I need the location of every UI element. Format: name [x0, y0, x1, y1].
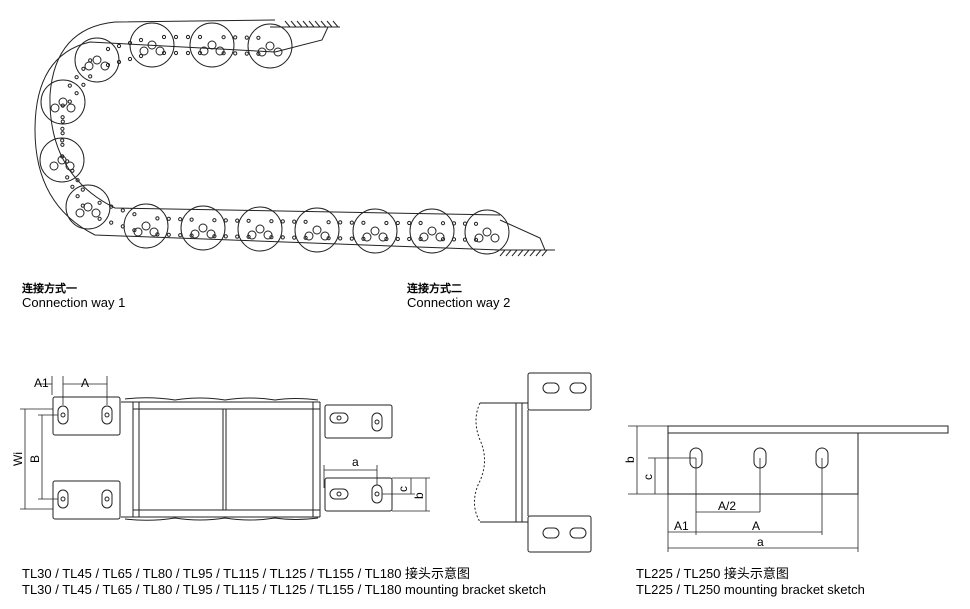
- chain-inner-outline: [49, 19, 501, 216]
- slot-3: [57, 489, 69, 509]
- slot-4: [101, 489, 113, 509]
- caption-right-sketch: TL225 / TL250 接头示意图 TL225 / TL250 mounti…: [636, 566, 865, 598]
- dim-right-small-a: a: [757, 535, 764, 549]
- top-fixed-mount: [270, 20, 340, 53]
- caption-left-en: TL30 / TL45 / TL65 / TL80 / TL95 / TL115…: [22, 582, 546, 597]
- chain-link: [221, 23, 293, 69]
- caption-left-sketch: TL30 / TL45 / TL65 / TL80 / TL95 / TL115…: [22, 566, 546, 598]
- chain-link: [294, 207, 366, 253]
- dim-right-a: A: [752, 519, 760, 533]
- caption-connection-way-2: 连接方式二 Connection way 2: [407, 282, 510, 310]
- right-bracket-sketch: [628, 425, 949, 552]
- right-dimensions: [628, 425, 859, 552]
- bottom-fixed-mount: [495, 219, 555, 257]
- slot-2: [101, 405, 113, 425]
- slot-1: [57, 405, 69, 425]
- dim-right-c: c: [641, 474, 655, 480]
- caption-connection-way-1: 连接方式一 Connection way 1: [22, 282, 125, 310]
- chain-link: [237, 206, 308, 252]
- side-lower-plate: [527, 515, 592, 553]
- chain-link: [464, 209, 510, 255]
- left-dimensions: [20, 376, 430, 512]
- dim-right-b: b: [623, 456, 637, 463]
- caption-way2-zh: 连接方式二: [407, 283, 462, 295]
- dimension-labels: A1 A Wi B a c b b c A/2 A1 A a: [11, 376, 764, 549]
- dim-left-b: B: [28, 455, 42, 463]
- dim-right-a1: A1: [674, 519, 689, 533]
- dim-left-b-small: b: [412, 492, 426, 499]
- dim-left-a: A: [81, 376, 89, 390]
- dim-left-c: c: [396, 486, 410, 492]
- chain-outer-outline: [34, 41, 501, 251]
- left-bracket-sketch: [20, 376, 430, 521]
- chain-link: [180, 205, 251, 251]
- caption-right-en: TL225 / TL250 mounting bracket sketch: [636, 582, 865, 597]
- dim-left-wi: Wi: [11, 452, 25, 466]
- chain-link: [39, 137, 85, 208]
- chain-link: [40, 79, 86, 159]
- side-view-bracket: [474, 372, 592, 553]
- mounting-rail: [667, 425, 949, 434]
- right-lower-bracket: [324, 477, 393, 512]
- dim-left-a1: A1: [34, 376, 49, 390]
- caption-left-zh: TL30 / TL45 / TL65 / TL80 / TL95 / TL115…: [22, 566, 471, 581]
- right-upper-bracket: [324, 404, 393, 439]
- caption-right-zh: TL225 / TL250 接头示意图: [636, 566, 789, 581]
- caption-way1-zh: 连接方式一: [22, 283, 77, 295]
- chain-link: [352, 208, 423, 254]
- bracket-plate: [667, 432, 859, 495]
- dim-left-small-a: a: [352, 455, 359, 469]
- dim-right-a-half: A/2: [718, 499, 736, 513]
- caption-way1-en: Connection way 1: [22, 295, 126, 310]
- drag-chain-drawing: [34, 19, 555, 257]
- chain-link: [67, 37, 120, 104]
- side-upper-plate: [527, 372, 592, 411]
- left-upper-bracket: [52, 396, 121, 436]
- caption-way2-en: Connection way 2: [407, 295, 511, 310]
- left-lower-bracket: [52, 480, 121, 520]
- chain-link: [123, 203, 194, 249]
- chain-link: [409, 208, 479, 254]
- chain-link: [161, 22, 235, 68]
